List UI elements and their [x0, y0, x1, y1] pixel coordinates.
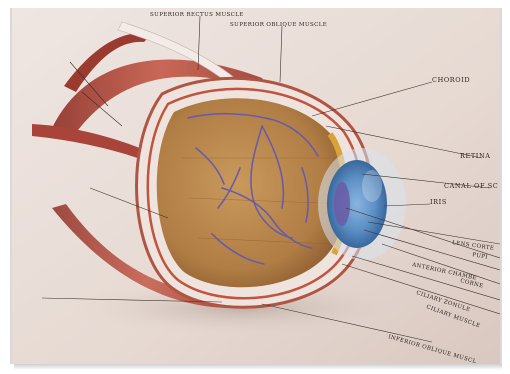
pupil [334, 182, 350, 226]
label-superior-oblique: SUPERIOR OBLIQUE MUSCLE [230, 22, 327, 28]
eye-anatomy-diagram: SUPERIOR RECTUS MUSCLE SUPERIOR OBLIQUE … [12, 8, 500, 364]
label-superior-rectus: SUPERIOR RECTUS MUSCLE [150, 12, 244, 18]
frame-shadow [14, 364, 502, 370]
label-canal-of-schlemm: CANAL OF SC [444, 182, 498, 190]
label-iris: IRIS [430, 198, 447, 206]
label-choroid: CHOROID [432, 76, 470, 84]
label-retina: RETINA [460, 152, 491, 160]
diagram-frame: SUPERIOR RECTUS MUSCLE SUPERIOR OBLIQUE … [10, 8, 502, 364]
